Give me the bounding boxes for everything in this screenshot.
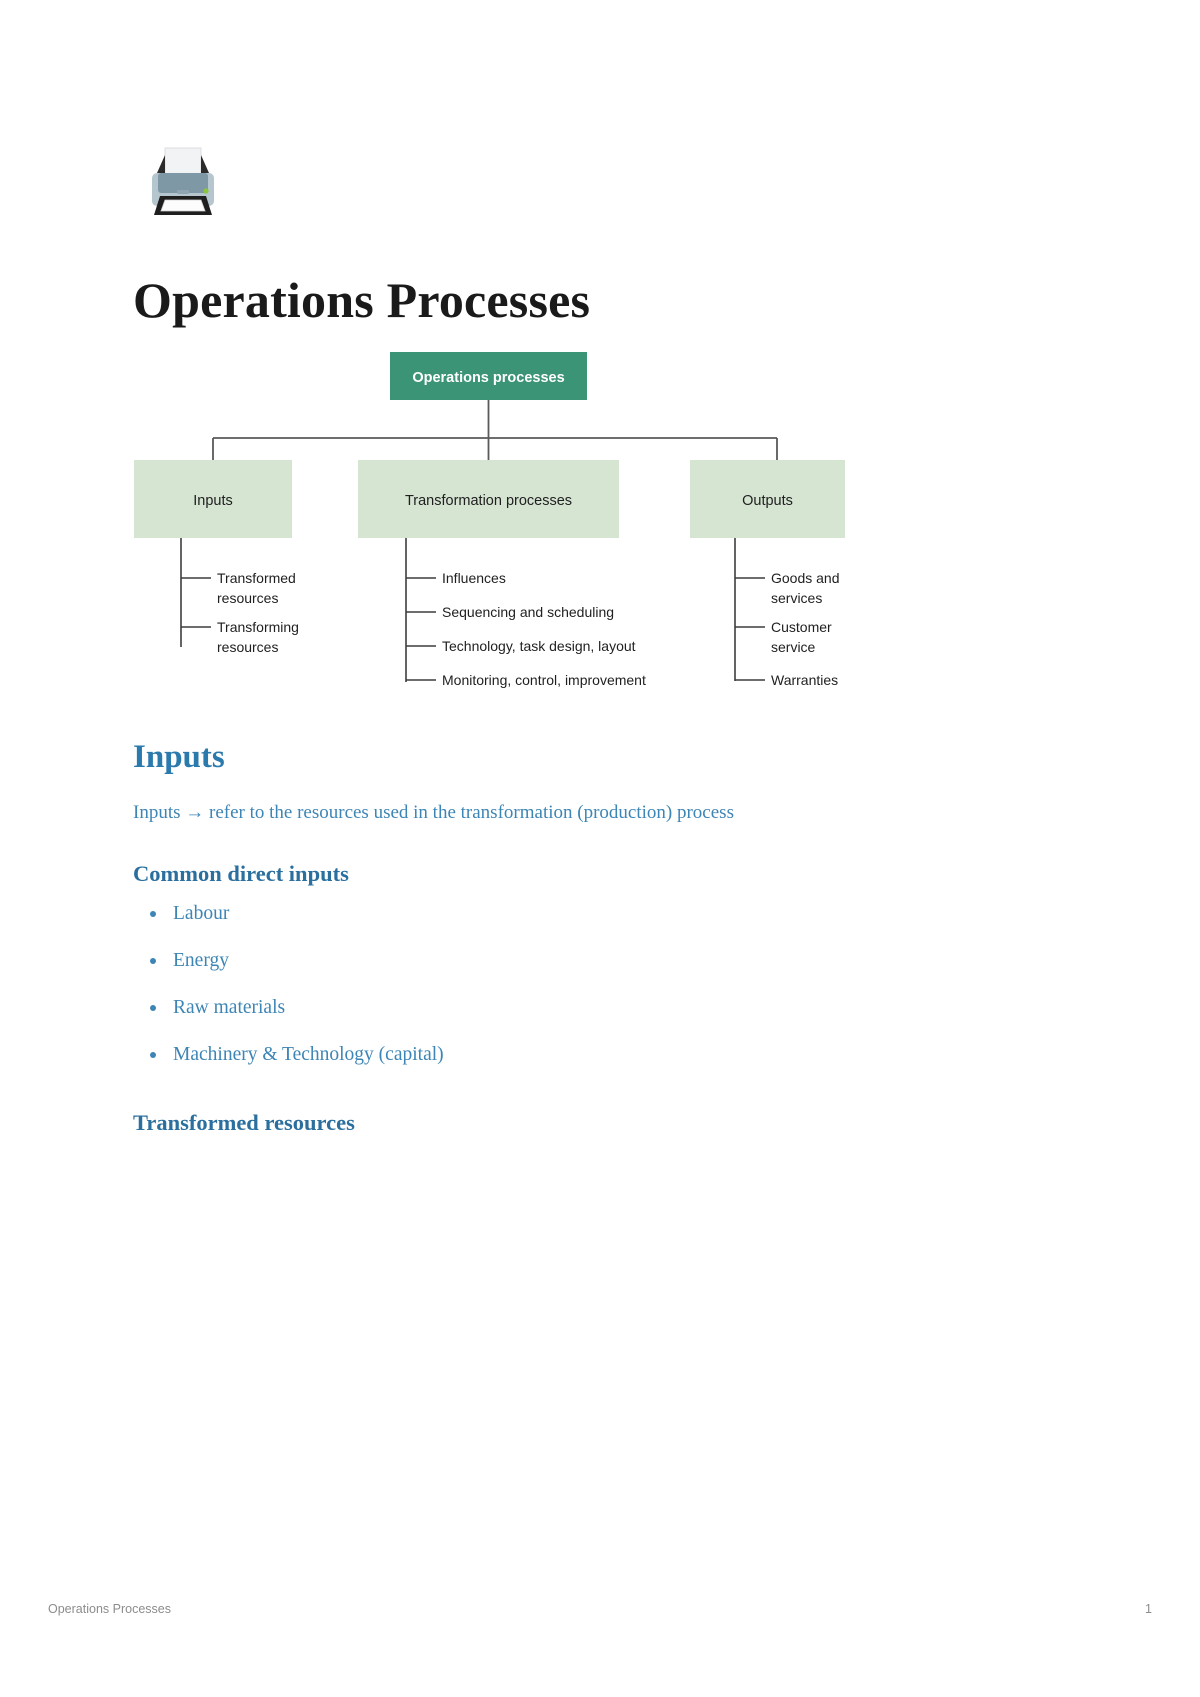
printer-icon [144,143,222,221]
diagram-leaf-1-0: Influences [442,570,506,586]
bullet-dot-icon [150,911,156,917]
list-item: Raw materials [133,994,833,1022]
list-item-label: Energy [173,950,229,971]
diagram-branch-label-2: Outputs [742,493,793,509]
diagram-node-inputs: Inputs [134,460,292,538]
common-direct-inputs-list: Labour Energy Raw materials Machinery & … [133,900,833,1088]
section-heading-inputs: Inputs [133,739,225,775]
list-item: Labour [133,900,833,928]
list-item-label: Machinery & Technology (capital) [173,1044,444,1065]
list-item-label: Raw materials [173,997,286,1018]
page-footer: Operations Processes 1 [48,1602,1152,1622]
list-item: Energy [133,947,833,975]
diagram-leaf-2-2: Warranties [771,672,838,688]
footer-document-name: Operations Processes [48,1602,171,1616]
list-item: Machinery & Technology (capital) [133,1041,833,1069]
bullet-dot-icon [150,1052,156,1058]
subheading-common-direct-inputs: Common direct inputs [133,861,349,886]
diagram-root-label: Operations processes [412,370,564,386]
diagram-leaf-1-2: Technology, task design, layout [442,638,636,654]
diagram-node-outputs: Outputs [690,460,845,538]
inputs-definition-text: Inputs → refer to the resources used in … [133,802,734,823]
subheading-transformed-resources: Transformed resources [133,1110,355,1135]
page-title: Operations Processes [133,271,591,328]
diagram-node-root: Operations processes [390,352,587,400]
diagram-leaf-1-3: Monitoring, control, improvement [442,672,646,688]
diagram-node-transformation-processes: Transformation processes [358,460,619,538]
diagram-branch-label-1: Transformation processes [405,493,572,509]
footer-page-number: 1 [1145,1602,1152,1616]
bullet-dot-icon [150,958,156,964]
diagram-leaf-1-1: Sequencing and scheduling [442,604,614,620]
diagram-branch-label-0: Inputs [193,493,233,509]
bullet-dot-icon [150,1005,156,1011]
list-item-label: Labour [173,903,230,924]
